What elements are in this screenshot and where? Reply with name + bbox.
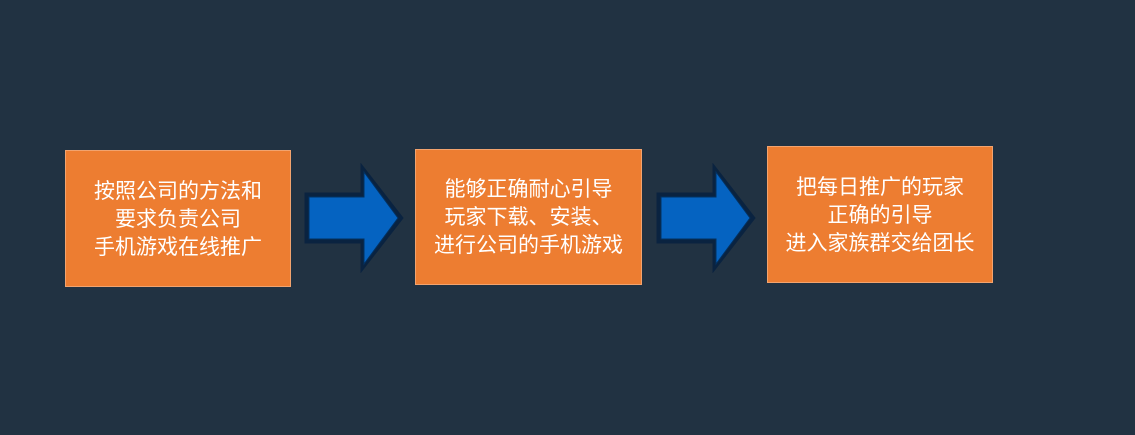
step-1-line-3: 手机游戏在线推广 xyxy=(94,234,262,259)
step-2-line-1: 能够正确耐心引导 xyxy=(444,177,613,201)
step-3-box: 把每日推广的玩家 正确的引导 进入家族群交给团长 xyxy=(767,146,993,283)
step-3-line-1: 把每日推广的玩家 xyxy=(796,174,964,199)
step-3-line-2: 正确的引导 xyxy=(827,202,933,227)
step-1-box: 按照公司的方法和 要求负责公司 手机游戏在线推广 xyxy=(65,150,291,287)
step-2-line-3: 进行公司的手机游戏 xyxy=(434,233,623,257)
arrow-right-icon xyxy=(656,163,756,273)
step-1-line-1: 按照公司的方法和 xyxy=(94,178,262,203)
step-2-box: 能够正确耐心引导 玩家下载、安装、 进行公司的手机游戏 xyxy=(415,149,642,285)
step-3-line-3: 进入家族群交给团长 xyxy=(785,230,975,255)
step-1-line-2: 要求负责公司 xyxy=(115,206,241,231)
arrow-right-icon xyxy=(304,163,404,273)
step-2-line-2: 玩家下载、安装、 xyxy=(444,205,613,229)
